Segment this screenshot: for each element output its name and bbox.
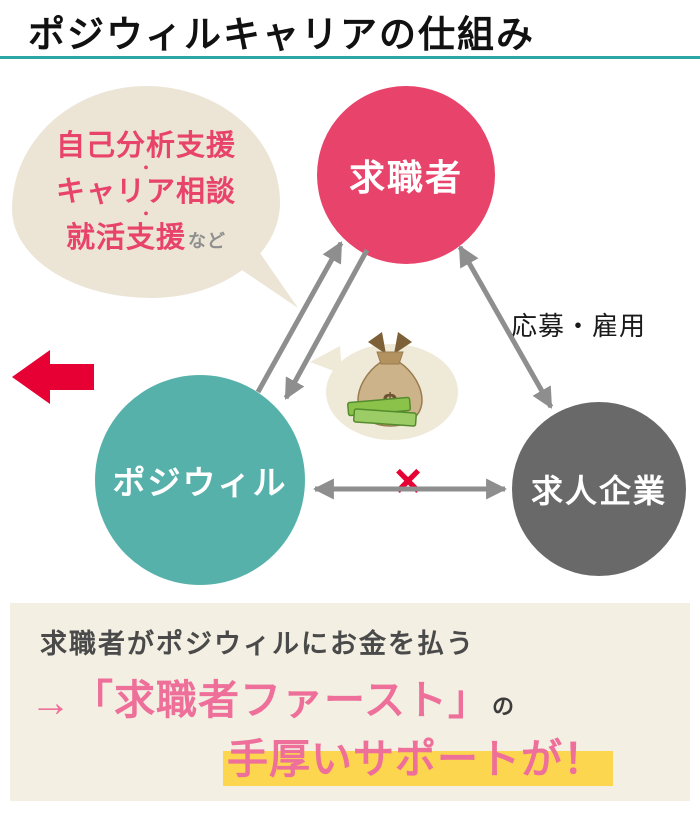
arrow-jobseeker-to-posiwill	[283, 248, 370, 400]
node-job-seeker: 求職者	[317, 86, 495, 264]
service-item-self-analysis: 自己分析支援	[55, 129, 236, 162]
node-company-label: 求人企業	[530, 473, 667, 509]
service-item-career-consult: キャリア相談	[55, 175, 236, 208]
bubble-separator-dot: ・	[138, 160, 154, 178]
summary-panel: 求職者がポジウィルにお金を払う →「求職者ファースト」の 手厚いサポートが！	[10, 603, 690, 801]
arrow-posiwill-to-jobseeker	[255, 241, 344, 394]
jobseeker-first-quote: 「求職者ファースト」	[72, 677, 490, 723]
summary-line-3: 手厚いサポートが！	[223, 725, 613, 786]
left-arrow-icon	[12, 350, 94, 404]
summary-line-2: →「求職者ファースト」の	[30, 666, 514, 726]
node-posiwill: ポジウィル	[95, 375, 305, 585]
highlighted-support-text: 手厚いサポートが！	[223, 736, 613, 786]
svg-text:$: $	[382, 388, 397, 418]
services-speech-bubble: 自己分析支援 ・ キャリア相談 ・ 就活支援など	[12, 86, 280, 298]
bubble-separator-dot: ・	[138, 206, 154, 224]
node-posiwill-label: ポジウィル	[112, 464, 288, 501]
etc-suffix: など	[188, 230, 226, 251]
apply-employ-label: 応募・雇用	[511, 311, 647, 341]
no-payment-cross: ×	[394, 455, 423, 508]
node-job-seeker-label: 求職者	[348, 157, 463, 198]
page-title: ポジウィルキャリアの仕組み	[28, 14, 535, 55]
summary-line-1: 求職者がポジウィルにお金を払う	[40, 629, 475, 659]
right-arrow-glyph: →	[30, 679, 72, 725]
particle-no: の	[491, 694, 514, 719]
title-underline	[0, 56, 700, 59]
service-item-job-hunt: 就活支援など	[66, 222, 226, 254]
node-company: 求人企業	[512, 402, 686, 576]
money-bag-icon: $	[310, 332, 458, 440]
service-item-job-hunt-text: 就活支援	[65, 221, 186, 254]
